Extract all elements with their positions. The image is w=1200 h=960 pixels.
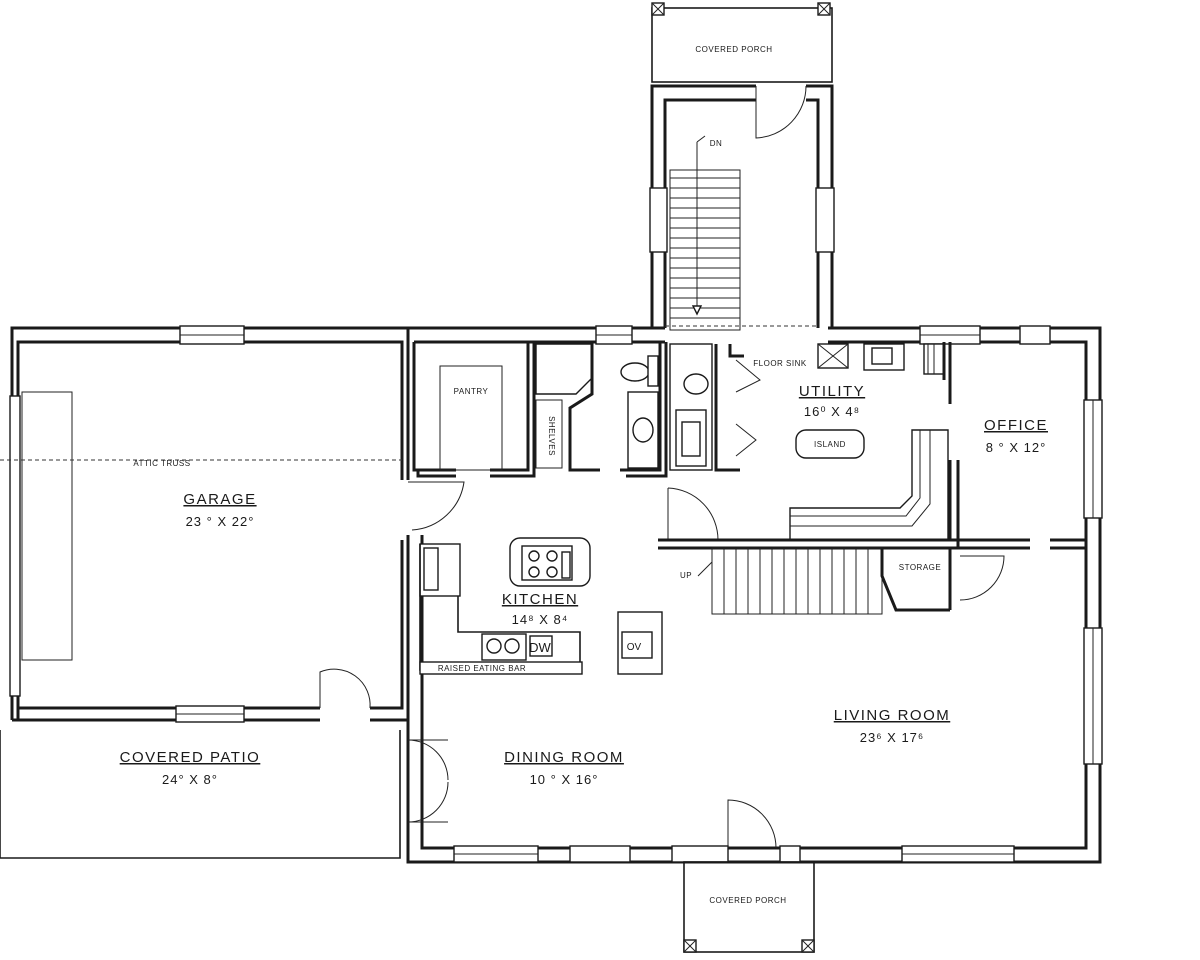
garage-name: GARAGE: [183, 491, 256, 508]
storage-label: STORAGE: [899, 563, 941, 572]
office-name: OFFICE: [984, 417, 1048, 434]
covered-patio-dims: 24° X 8°: [162, 772, 218, 787]
living-room-name: LIVING ROOM: [834, 707, 951, 724]
covered-porch-top-label: COVERED PORCH: [695, 45, 772, 54]
bottom-porch: [683, 799, 815, 953]
covered-patio-name: COVERED PATIO: [120, 749, 261, 766]
floor-sink-label: FLOOR SINK: [753, 359, 807, 368]
stair-up-label: UP: [680, 571, 692, 580]
windows: [9, 325, 1103, 863]
utility-dims: 16⁰ X 4⁸: [804, 404, 860, 419]
living-room-dims: 23⁶ X 17⁶: [860, 730, 925, 745]
main-stair: [658, 538, 1005, 615]
utility-name: UTILITY: [799, 383, 865, 400]
pantry-label: PANTRY: [454, 387, 489, 396]
kitchen-name: KITCHEN: [502, 591, 578, 608]
stair-tower: [649, 2, 835, 331]
oven-label: OV: [627, 642, 642, 653]
pantry-bath-block: [412, 342, 761, 541]
kitchen-dims: 14⁸ X 8⁴: [512, 612, 569, 627]
shelves-label: SHELVES: [547, 416, 556, 456]
attic-truss-label: ATTIC TRUSS: [133, 459, 190, 468]
garage-dims: 23 ° X 22°: [186, 514, 255, 529]
stair-down-label: DN: [710, 139, 723, 148]
covered-porch-bottom-label: COVERED PORCH: [709, 896, 786, 905]
stair-treads-top: [670, 177, 740, 319]
dining-room-dims: 10 ° X 16°: [530, 772, 599, 787]
dishwasher-label: DW: [529, 640, 551, 655]
office-dims: 8 ° X 12°: [986, 440, 1047, 455]
kitchen-fixtures: [419, 537, 663, 675]
raised-eating-bar-label: RAISED EATING BAR: [438, 664, 526, 673]
island-label: ISLAND: [814, 440, 846, 449]
dining-room-name: DINING ROOM: [504, 749, 624, 766]
utility-sinks: [795, 342, 946, 459]
patio-doors: [407, 739, 449, 823]
garage-fixtures: [0, 391, 465, 709]
